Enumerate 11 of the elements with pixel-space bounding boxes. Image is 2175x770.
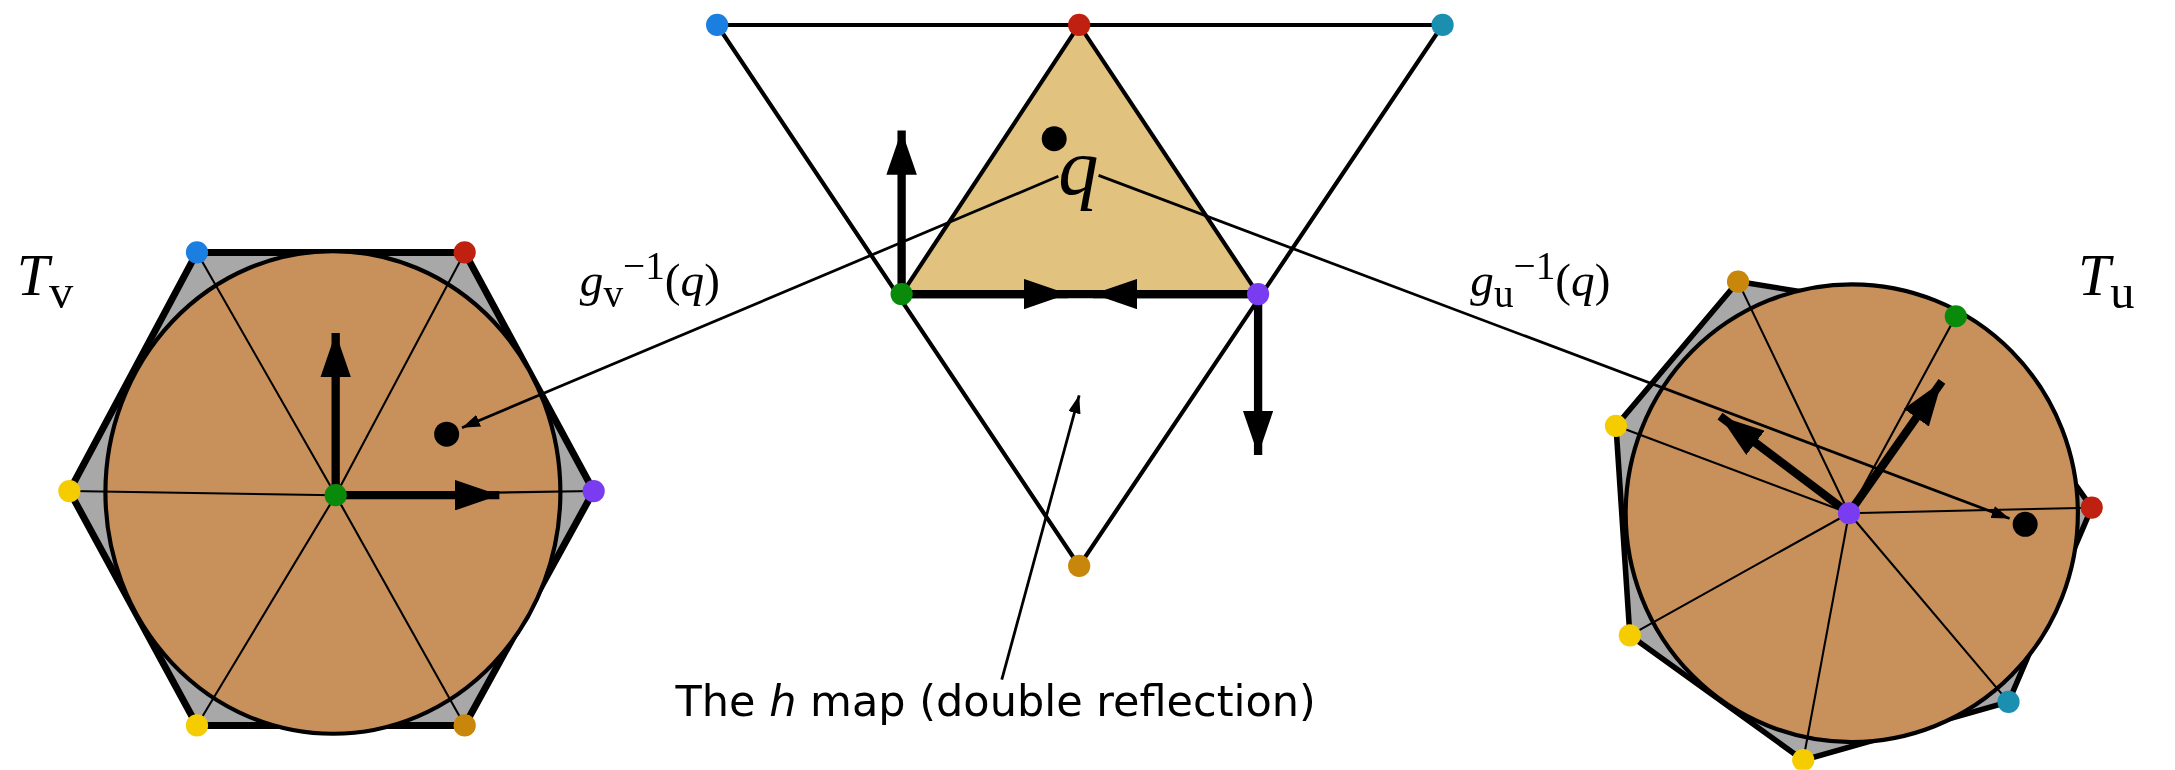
point-dot <box>434 421 460 447</box>
arrow <box>461 175 1059 429</box>
edge-label: g$_{u}$$^{−1}$(q) <box>1470 246 1611 315</box>
tile-label: T$_{u}$ <box>2077 246 2135 317</box>
caption-text: The h map (double reflection) <box>675 679 1316 723</box>
arrow <box>1098 174 2011 520</box>
edge-label: g$_{v}$$^{−1}$(q) <box>579 246 720 315</box>
arrow <box>1000 394 1081 681</box>
point-dot <box>2012 511 2038 537</box>
variable-label: q <box>1058 127 1099 209</box>
tile-label: T$_{v}$ <box>16 246 74 317</box>
